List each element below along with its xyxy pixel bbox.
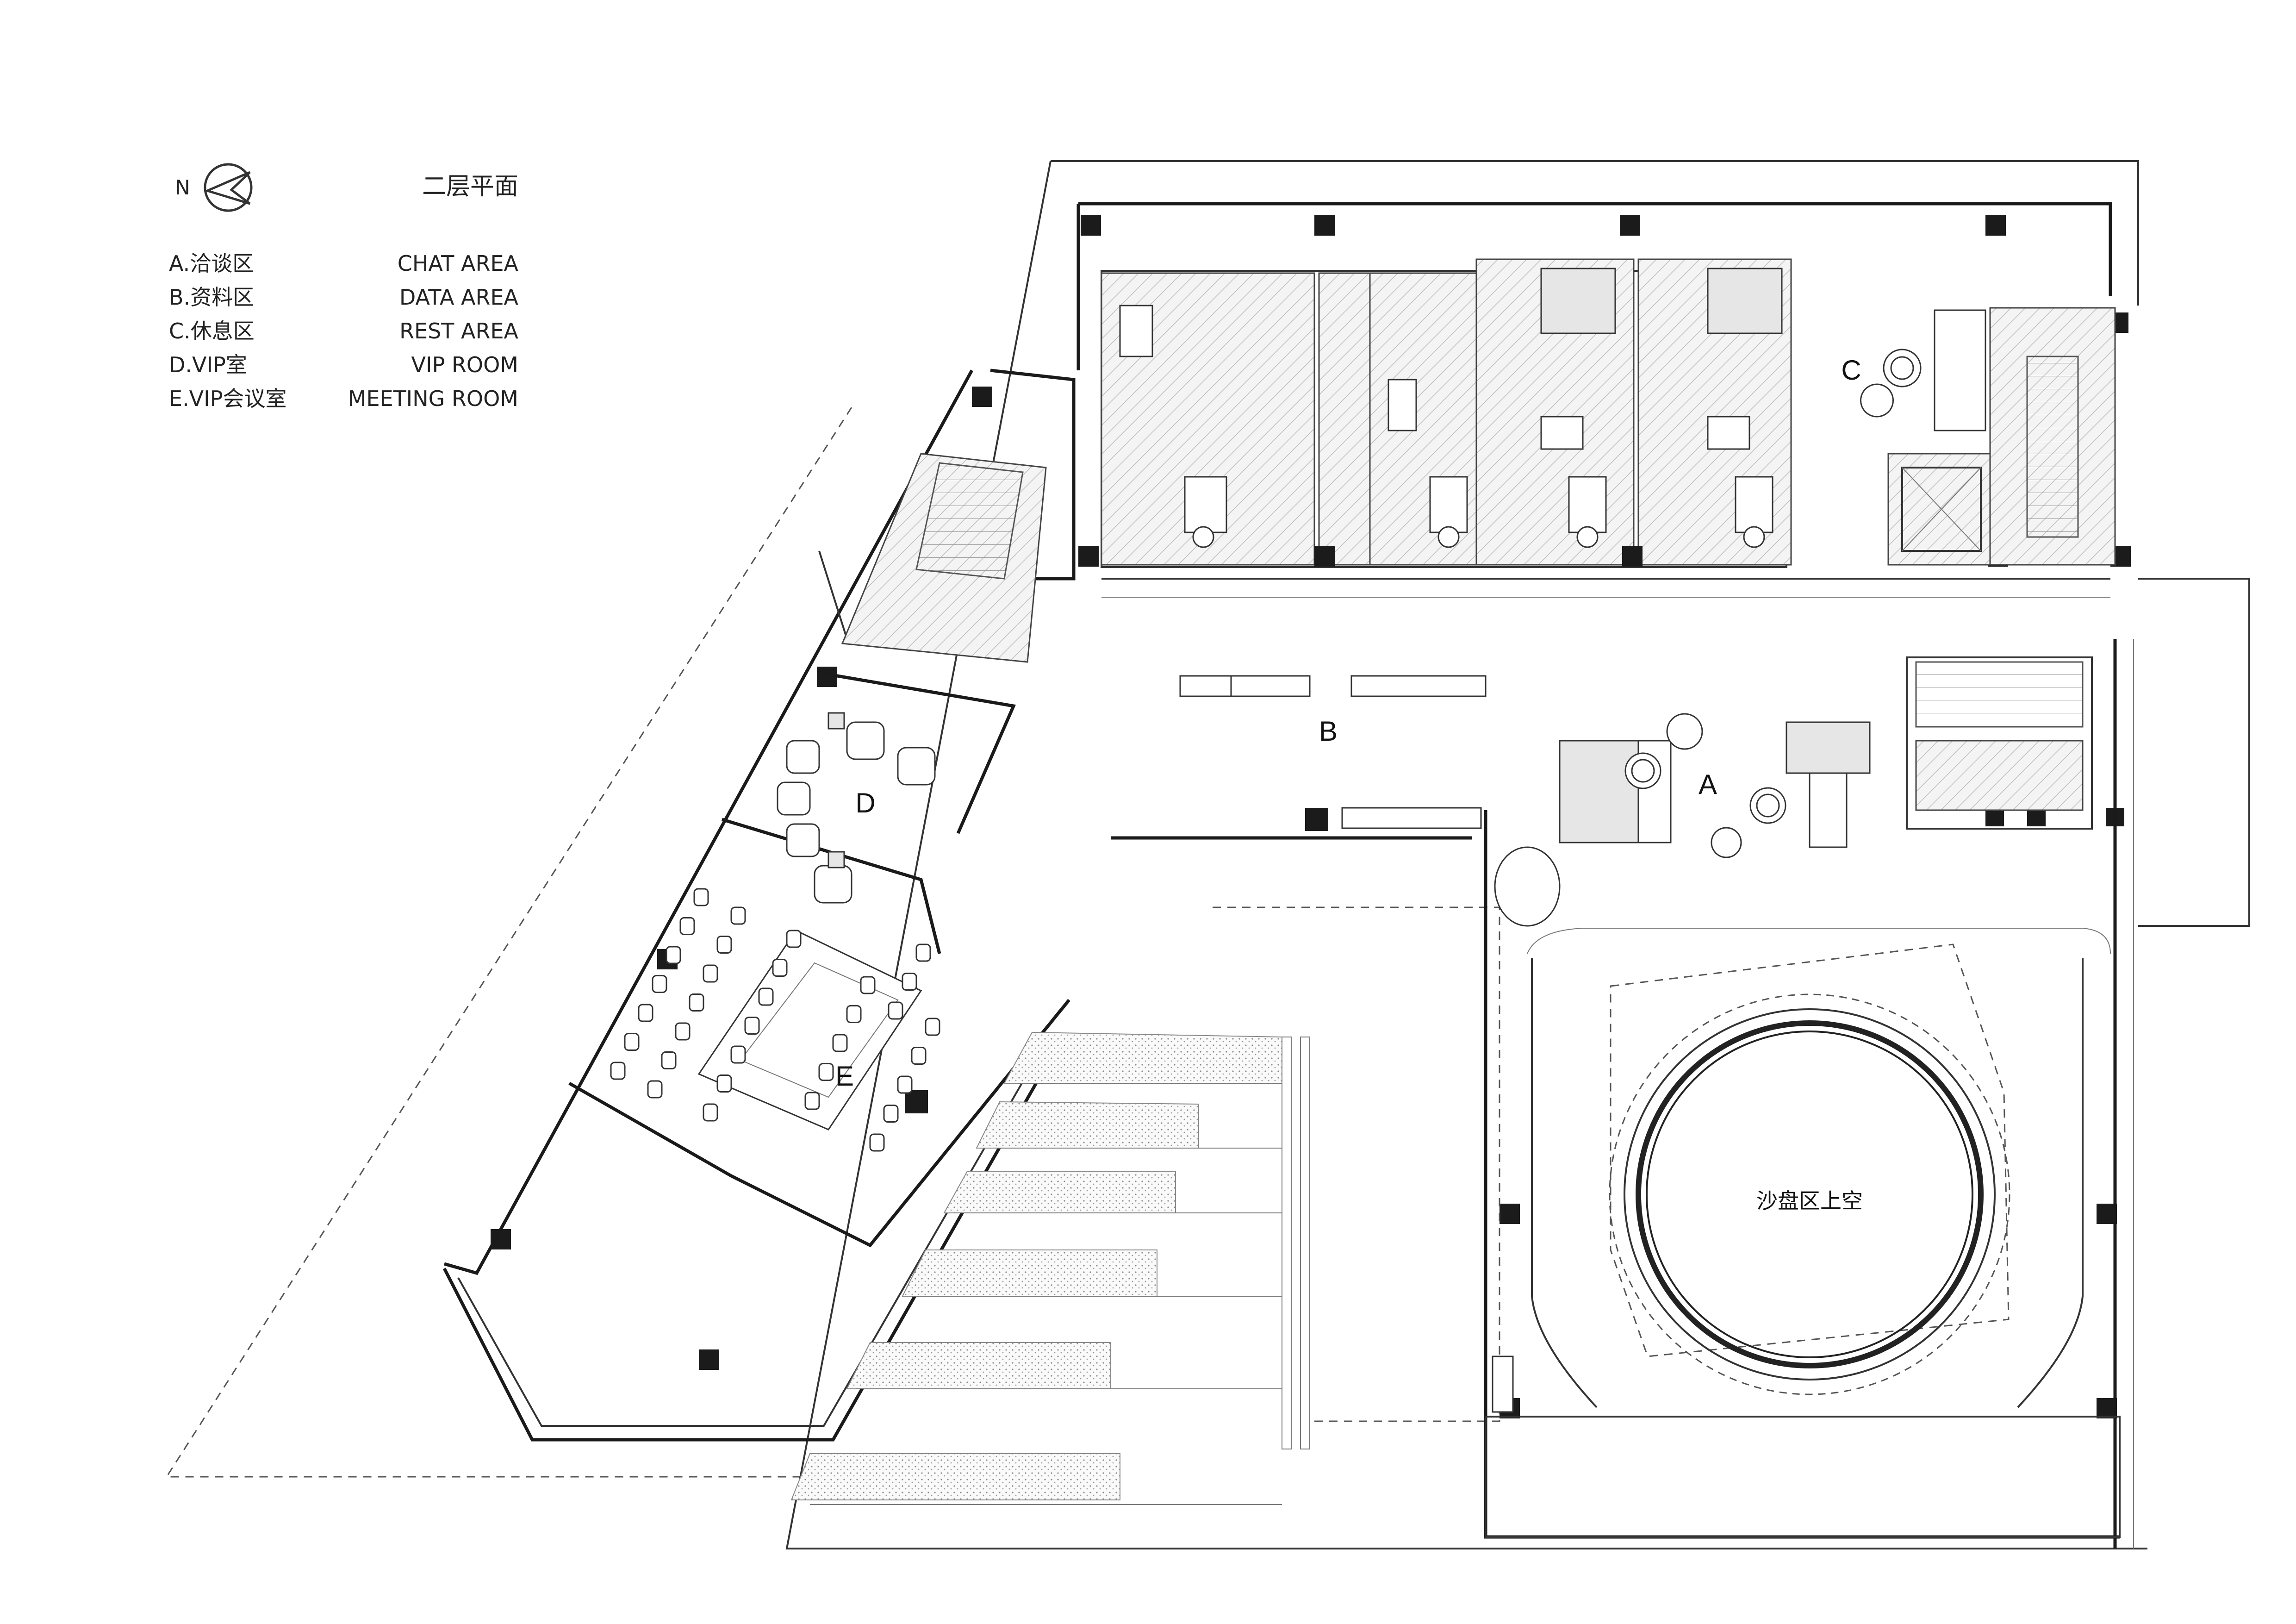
- meeting-chair: [703, 964, 718, 983]
- terrace-steps: [790, 906, 1500, 1505]
- meeting-chair: [818, 1063, 834, 1081]
- legend-item-a-cn: A.洽谈区: [169, 251, 254, 276]
- north-arrow-icon: [204, 171, 251, 205]
- legend-item-d-cn: D.VIP室: [169, 352, 247, 377]
- meeting-chair: [647, 1080, 663, 1099]
- plan-title: 二层平面: [422, 173, 518, 200]
- zone-labels: A B C D E: [835, 355, 1861, 1092]
- chat-area-furniture: [1559, 713, 1871, 858]
- meeting-chair: [716, 1074, 732, 1093]
- meeting-chair: [915, 943, 931, 962]
- legend-item-b-cn: B.资料区: [169, 285, 254, 310]
- meeting-chair: [869, 1133, 885, 1152]
- meeting-chair: [716, 936, 732, 954]
- meeting-chair: [846, 1005, 862, 1023]
- zone-label-b: B: [1319, 716, 1338, 747]
- sand-table-void-label: 沙盘区上空: [1756, 1189, 1863, 1213]
- meeting-chair: [758, 987, 774, 1006]
- north-arrow: N: [175, 163, 253, 212]
- zone-label-a: A: [1699, 769, 1717, 800]
- north-circle: [204, 163, 253, 212]
- meeting-chair: [772, 959, 788, 977]
- meeting-chair: [666, 946, 681, 964]
- meeting-chair: [804, 1092, 820, 1110]
- zone-label-d: D: [855, 787, 875, 818]
- meeting-chair: [860, 976, 876, 994]
- zone-label-c: C: [1841, 355, 1861, 386]
- east-stair: [1906, 578, 2250, 1549]
- meeting-chair: [693, 888, 709, 906]
- meeting-chair: [730, 1045, 746, 1064]
- meeting-chair: [703, 1103, 718, 1122]
- legend: 二层平面 A.洽谈区 CHAT AREA B.资料区 DATA AREA C.休…: [169, 173, 519, 411]
- meeting-chair: [902, 973, 917, 991]
- meeting-chair: [689, 993, 704, 1012]
- meeting-chair: [897, 1075, 913, 1094]
- legend-item-e-en: MEETING ROOM: [348, 386, 518, 411]
- legend-item-c-en: REST AREA: [399, 319, 518, 344]
- sand-table-void: 沙盘区上空: [1484, 810, 2121, 1539]
- meeting-chair: [925, 1018, 940, 1036]
- meeting-chair: [888, 1001, 903, 1020]
- legend-item-d-en: VIP ROOM: [411, 352, 518, 377]
- guest-room-block: [1076, 202, 2112, 598]
- meeting-chair: [661, 1051, 677, 1069]
- meeting-chair: [786, 930, 802, 948]
- north-letter: N: [175, 176, 190, 200]
- rest-area-core: [1860, 307, 2116, 566]
- meeting-chair: [638, 1004, 653, 1022]
- meeting-chair: [610, 1062, 626, 1080]
- meeting-chair: [652, 975, 667, 993]
- legend-item-c-cn: C.休息区: [169, 319, 255, 344]
- meeting-room-chairs: [610, 888, 940, 1152]
- meeting-chair: [624, 1033, 640, 1051]
- meeting-chair: [675, 1022, 691, 1041]
- meeting-chair: [911, 1047, 927, 1065]
- legend-item-e-cn: E.VIP会议室: [169, 386, 286, 411]
- zone-label-e: E: [835, 1061, 854, 1092]
- meeting-chair: [883, 1105, 899, 1123]
- meeting-chair: [744, 1017, 760, 1035]
- legend-item-b-en: DATA AREA: [399, 285, 519, 310]
- legend-item-a-en: CHAT AREA: [398, 251, 519, 276]
- meeting-chair: [679, 917, 695, 935]
- data-area-shelves: [1111, 675, 1487, 840]
- meeting-chair: [832, 1034, 848, 1052]
- meeting-chair: [730, 906, 746, 925]
